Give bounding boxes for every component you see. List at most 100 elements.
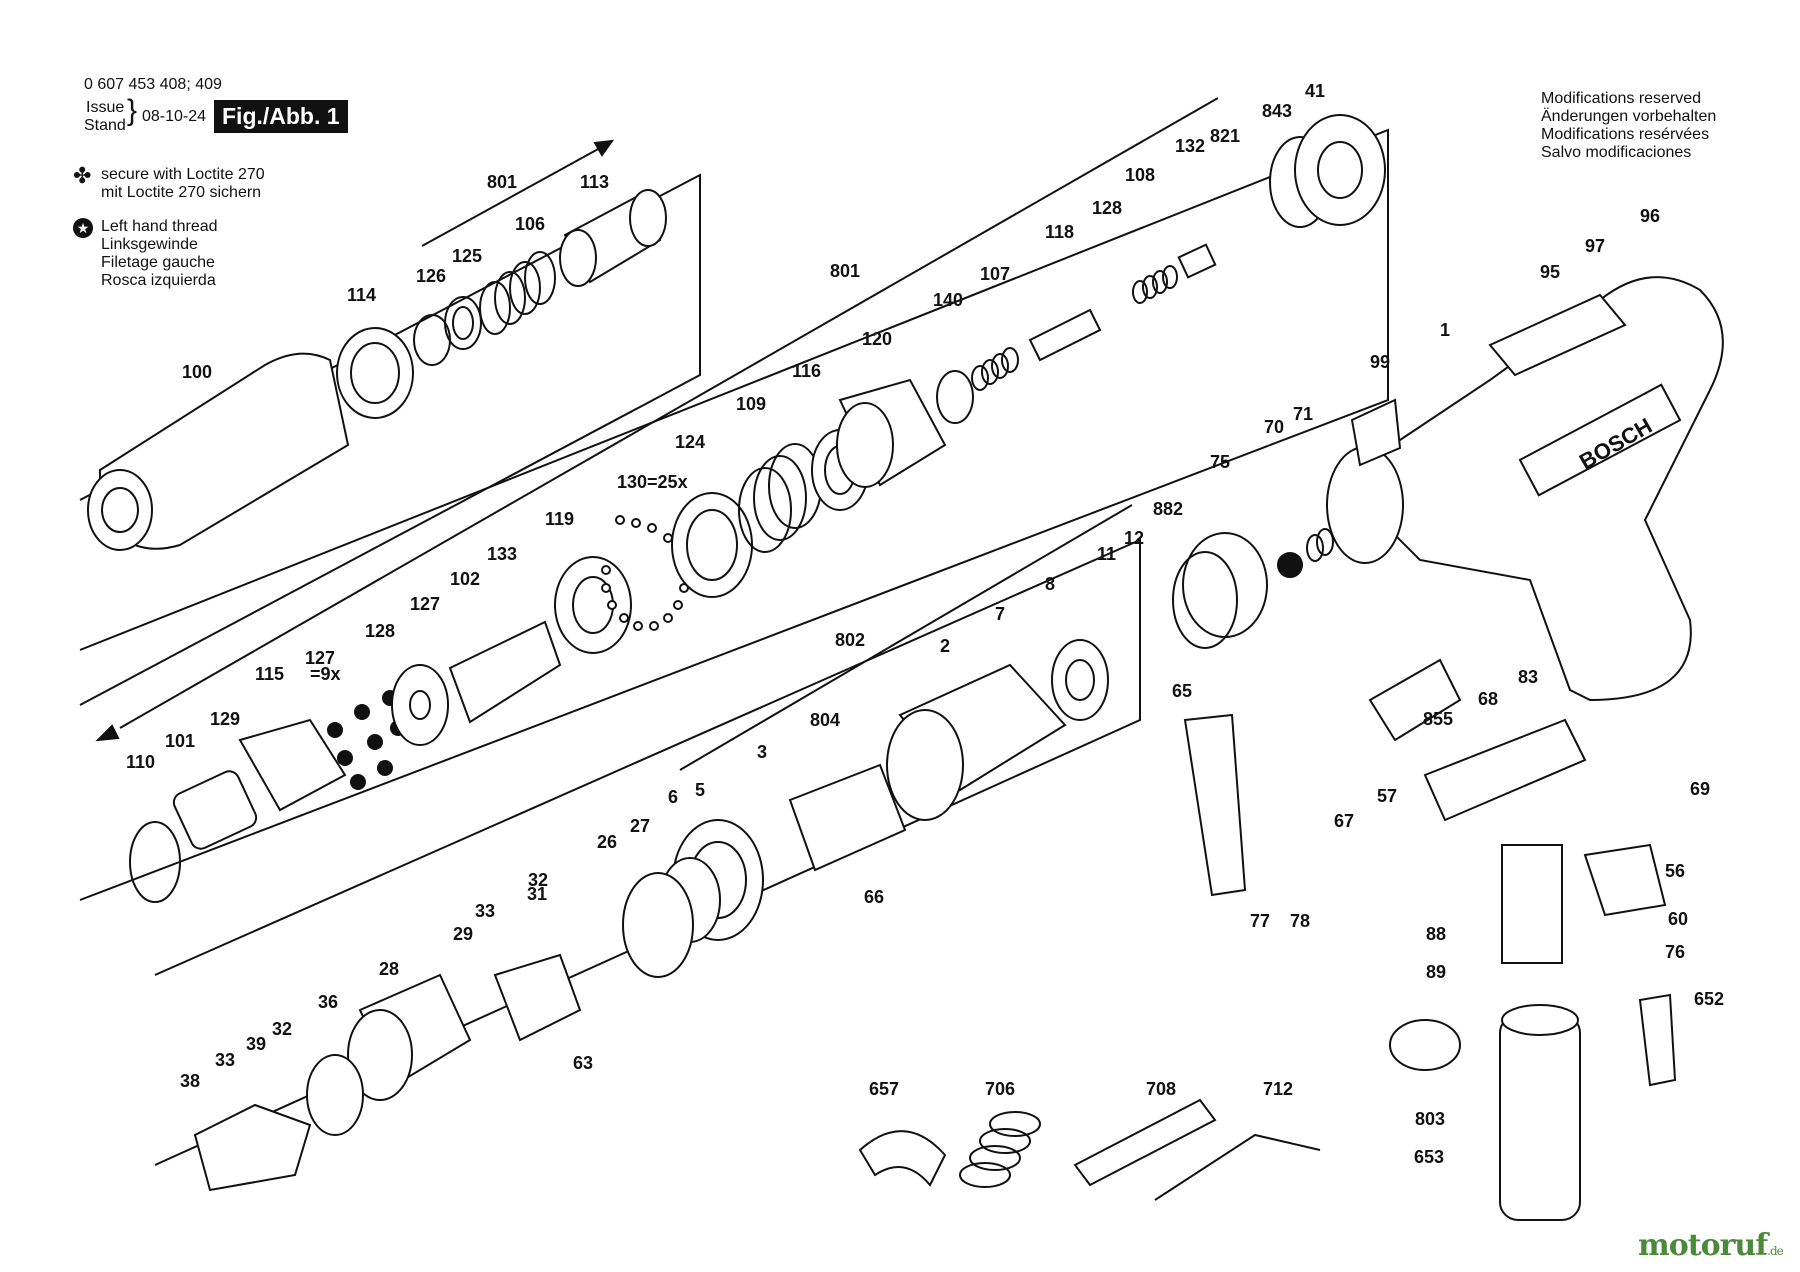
callout-127: 127 bbox=[305, 648, 335, 668]
part-71-spring bbox=[1306, 528, 1334, 562]
stand-label: Stand bbox=[84, 117, 126, 134]
callout-99: 99 bbox=[1370, 352, 1390, 372]
part-140-oring bbox=[936, 370, 974, 424]
callout-96: 96 bbox=[1640, 206, 1660, 226]
callout-32: 32 bbox=[272, 1019, 292, 1039]
issue-label: Issue bbox=[86, 99, 125, 116]
arrow-top-head bbox=[593, 139, 615, 157]
callout-88: 88 bbox=[1426, 924, 1446, 944]
legend-thread-en: Left hand thread bbox=[101, 218, 218, 235]
watermark-text: motoruf bbox=[1638, 1228, 1768, 1263]
part-number: 0 607 453 408; 409 bbox=[84, 76, 222, 93]
callout-802: 802 bbox=[835, 630, 865, 650]
callout-118: 118 bbox=[1045, 222, 1074, 242]
callout-124: 124 bbox=[675, 432, 705, 452]
callout-65: 65 bbox=[1172, 681, 1192, 701]
part-120-clutch bbox=[836, 378, 947, 488]
callout-83: 83 bbox=[1518, 667, 1538, 687]
part-41-cover bbox=[1294, 114, 1386, 226]
callout-33: 33 bbox=[475, 901, 495, 921]
part-882-oring bbox=[1172, 551, 1238, 649]
watermark: motoruf.de bbox=[1638, 1228, 1784, 1263]
callout-41: 41 bbox=[1305, 81, 1325, 101]
callout-129: 129 bbox=[210, 709, 240, 729]
part-712-key bbox=[1154, 1133, 1321, 1201]
callout-706: 706 bbox=[985, 1079, 1015, 1099]
callout-layer: 100114126125801106113110101129115127=9x1… bbox=[126, 81, 1724, 1167]
legend-loctite-de: mit Loctite 270 sichern bbox=[101, 184, 262, 201]
part-113-sleeve bbox=[559, 189, 667, 287]
part-99-band bbox=[1350, 398, 1402, 467]
callout-13025x: 130=25x bbox=[617, 472, 688, 492]
callout-38: 38 bbox=[180, 1071, 200, 1091]
part-108-spring bbox=[1132, 265, 1178, 304]
part-101-spindle bbox=[172, 718, 347, 850]
callout-114: 114 bbox=[347, 285, 376, 305]
part-77-block bbox=[1183, 713, 1247, 897]
legend-thread-fr: Filetage gauche bbox=[101, 254, 215, 271]
frame-middle bbox=[79, 128, 1389, 901]
mods-de: Änderungen vorbehalten bbox=[1541, 108, 1717, 125]
callout-128: 128 bbox=[365, 621, 395, 641]
part-652-nipple bbox=[1638, 993, 1677, 1087]
callout-69: 69 bbox=[1690, 779, 1710, 799]
callout-125: 125 bbox=[452, 246, 482, 266]
callout-101: 101 bbox=[165, 731, 195, 751]
callout-57: 57 bbox=[1377, 786, 1397, 806]
callout-821: 821 bbox=[1210, 126, 1240, 146]
callout-106: 106 bbox=[515, 214, 545, 234]
part-102-shaft bbox=[391, 620, 562, 746]
callout-95: 95 bbox=[1540, 262, 1560, 282]
part-114-ring bbox=[336, 327, 414, 419]
part-8-bearing bbox=[1051, 639, 1109, 721]
frame-lower bbox=[154, 538, 1141, 1166]
part-106-spring bbox=[479, 251, 556, 335]
part-75-end bbox=[1182, 532, 1268, 638]
part-124-ring bbox=[671, 492, 753, 598]
callout-653: 653 bbox=[1414, 1147, 1444, 1167]
part-2-cylinder bbox=[886, 663, 1067, 821]
callout-119: 119 bbox=[545, 509, 574, 529]
part-70-ball bbox=[1277, 552, 1303, 578]
part-803-cap bbox=[1389, 1019, 1461, 1071]
mods-fr: Modifications resérvées bbox=[1541, 126, 1710, 143]
figure-label: Fig./Abb. 1 bbox=[214, 100, 348, 133]
legend-loctite-en: secure with Loctite 270 bbox=[101, 166, 265, 183]
part-657-clip bbox=[858, 1130, 947, 1187]
legend-loctite: ✤ secure with Loctite 270 mit Loctite 27… bbox=[73, 165, 265, 202]
callout-8: 8 bbox=[1045, 574, 1055, 594]
legend-thread-es: Rosca izquierda bbox=[101, 272, 216, 289]
callout-32: 32 bbox=[528, 870, 548, 890]
line-lower bbox=[679, 504, 1133, 771]
part-855-seal bbox=[1423, 718, 1587, 822]
callout-77: 77 bbox=[1250, 911, 1270, 931]
callout-107: 107 bbox=[980, 264, 1010, 284]
callout-127: 127 bbox=[410, 594, 440, 614]
callout-140: 140 bbox=[933, 290, 963, 310]
part-95-plate bbox=[1488, 293, 1627, 377]
part-36-bearing bbox=[306, 1054, 364, 1136]
callout-855: 855 bbox=[1423, 709, 1453, 729]
callout-100: 100 bbox=[182, 362, 212, 382]
part-110-ring bbox=[129, 821, 181, 903]
callout-63: 63 bbox=[573, 1053, 593, 1073]
part-706-spring bbox=[959, 1111, 1041, 1188]
arrow-left bbox=[119, 97, 1219, 729]
legend-thread-de: Linksgewinde bbox=[101, 236, 198, 253]
issue-date: 08-10-24 bbox=[142, 108, 207, 125]
callout-78: 78 bbox=[1290, 911, 1310, 931]
callout-126: 126 bbox=[416, 266, 446, 286]
callout-70: 70 bbox=[1264, 417, 1284, 437]
part-119-ring bbox=[554, 556, 632, 654]
callout-128: 128 bbox=[1092, 198, 1122, 218]
part-125-washer bbox=[444, 296, 482, 350]
callout-67: 67 bbox=[1334, 811, 1354, 831]
callout-6: 6 bbox=[668, 787, 678, 807]
callout-39: 39 bbox=[246, 1034, 266, 1054]
callout-132: 132 bbox=[1175, 136, 1205, 156]
callout-76: 76 bbox=[1665, 942, 1685, 962]
callout-75: 75 bbox=[1210, 452, 1230, 472]
callout-108: 108 bbox=[1125, 165, 1155, 185]
